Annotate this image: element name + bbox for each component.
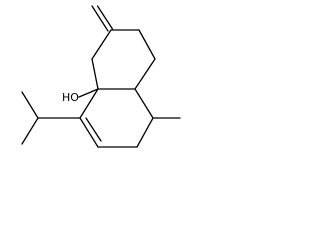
bond-c8-c9 <box>138 29 156 60</box>
bond-c2-c1-double-inner <box>85 117 102 142</box>
hydroxyl-label: HO <box>62 91 79 104</box>
bond-isopropyl-methyl-upper <box>21 91 39 119</box>
bond-c8a-oh <box>78 88 99 98</box>
bond-c6-c8a <box>91 58 99 90</box>
bonds <box>21 5 181 148</box>
bond-c9-c4a <box>134 58 156 90</box>
bond-methylene-2 <box>96 5 114 30</box>
bond-c4a-c4 <box>134 88 154 119</box>
bond-c2-c1-double-outer <box>79 117 99 148</box>
bond-methylene-1 <box>91 5 109 32</box>
bond-c1-c8a <box>79 88 99 119</box>
bond-isopropyl-methyl-lower <box>21 117 39 145</box>
bond-c4-c3 <box>136 117 154 148</box>
molecule-structure: HO <box>21 5 181 148</box>
bond-c7-c6 <box>91 29 112 60</box>
